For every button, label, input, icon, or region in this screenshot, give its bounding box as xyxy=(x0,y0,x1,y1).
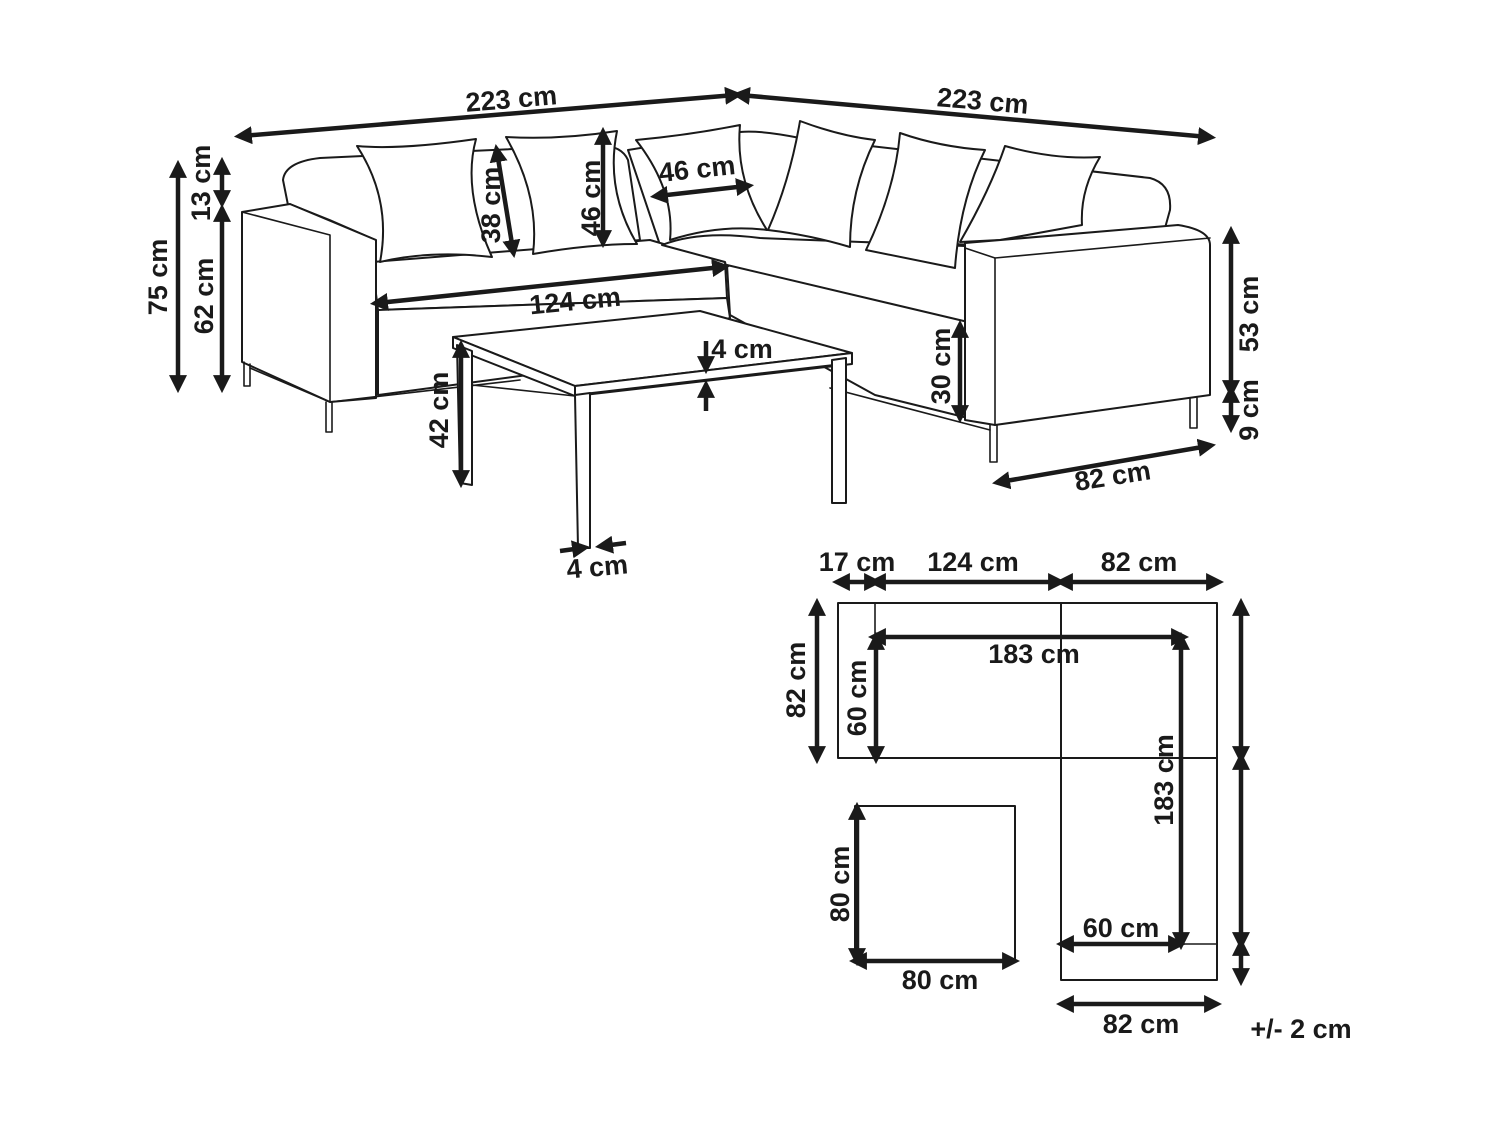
label-plan-seat-depth: 60 cm xyxy=(842,660,872,737)
dimension-labels: 223 cm 223 cm 75 cm 13 cm 62 cm 38 cm 46… xyxy=(143,80,1352,1044)
label-table-top: 4 cm xyxy=(711,334,773,364)
label-armrest-side: 53 cm xyxy=(1234,276,1264,353)
label-plan-bottom-width: 82 cm xyxy=(1103,1009,1180,1039)
label-plan-seat: 124 cm xyxy=(927,547,1019,577)
label-plan-seat-depth-bottom: 60 cm xyxy=(1083,913,1160,943)
label-table-leg: 4 cm xyxy=(565,549,629,584)
label-plan-table-width: 80 cm xyxy=(902,965,979,995)
label-module-depth: 82 cm xyxy=(1072,455,1152,497)
label-plan-depth: 82 cm xyxy=(781,642,811,719)
label-pillow-width-tall: 46 cm xyxy=(576,160,606,237)
label-back-cushion: 13 cm xyxy=(186,145,216,222)
label-tolerance: +/- 2 cm xyxy=(1250,1014,1351,1044)
armrest-right xyxy=(964,224,1211,426)
table-leg xyxy=(831,357,847,504)
table-leg xyxy=(574,392,591,549)
label-plan-inner-length: 183 cm xyxy=(1149,734,1179,826)
plan-right-module xyxy=(1060,757,1218,981)
label-plan-arm: 17 cm xyxy=(819,547,896,577)
label-plan-inner-width: 183 cm xyxy=(988,639,1080,669)
plan-corner-module xyxy=(1060,602,1218,759)
label-plan-table-depth: 80 cm xyxy=(825,846,855,923)
label-pillow-height: 38 cm xyxy=(476,167,506,244)
label-armrest-height: 62 cm xyxy=(189,258,219,335)
pillow xyxy=(865,132,986,269)
label-plan-corner: 82 cm xyxy=(1101,547,1178,577)
label-leg-height: 9 cm xyxy=(1234,379,1264,441)
coffee-table-illustration xyxy=(452,310,853,549)
plan-table xyxy=(854,805,1016,962)
label-table-height: 42 cm xyxy=(424,372,454,449)
label-seat-height: 30 cm xyxy=(926,328,956,405)
label-total-height: 75 cm xyxy=(143,239,173,316)
dimension-lines xyxy=(169,86,1250,1013)
pillow xyxy=(959,145,1101,243)
